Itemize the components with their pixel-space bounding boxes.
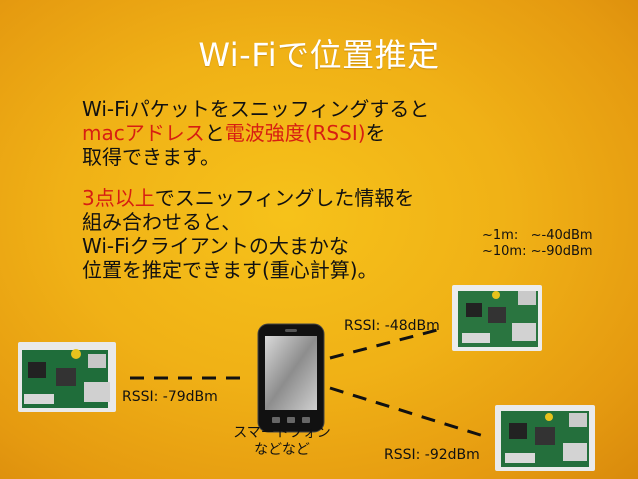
circuit-board-icon bbox=[18, 342, 116, 412]
signal-strength-text: 電波強度(RSSI) bbox=[224, 121, 366, 145]
paragraph-estimation: 3点以上でスニッフィングした情報を 組み合わせると、 Wi-Fiクライアントの大… bbox=[82, 186, 414, 282]
para2-line1: 3点以上でスニッフィングした情報を bbox=[82, 186, 414, 210]
para1-line2: macアドレスと電波強度(RSSI)を bbox=[82, 121, 429, 145]
rssi-label-left: RSSI: -79dBm bbox=[122, 389, 218, 405]
smartphone-device bbox=[256, 322, 326, 434]
raspberry-pi-board-top-right bbox=[452, 285, 542, 351]
smartphone-icon bbox=[257, 323, 325, 433]
mac-address-text: macアドレス bbox=[82, 121, 205, 145]
rssi-label-top-right: RSSI: -48dBm bbox=[344, 318, 440, 334]
raspberry-pi-board-bottom-right bbox=[495, 405, 595, 471]
para1-to: と bbox=[204, 121, 225, 145]
reference-10m: ~10m: ~-90dBm bbox=[482, 244, 593, 259]
smartphone-label-line1: スマートフォン bbox=[233, 425, 331, 441]
para1-line3: 取得できます。 bbox=[82, 145, 220, 169]
para1-wo: を bbox=[365, 121, 386, 145]
line-to-bottom-right-board bbox=[329, 386, 491, 440]
line-to-top-right-board bbox=[329, 326, 446, 360]
three-points-text: 3点以上 bbox=[82, 186, 155, 210]
para2-line1-rest: でスニッフィングした情報を bbox=[154, 186, 415, 210]
smartphone-label: スマートフォン などなど bbox=[222, 425, 342, 459]
slide-title: Wi-Fiで位置推定 bbox=[198, 36, 440, 74]
reference-1m: ~1m: ~-40dBm bbox=[482, 228, 593, 243]
circuit-board-icon bbox=[495, 405, 595, 471]
smartphone-label-line2: などなど bbox=[254, 442, 310, 458]
paragraph-sniffing: Wi-Fiパケットをスニッフィングすると macアドレスと電波強度(RSSI)を… bbox=[82, 97, 429, 169]
raspberry-pi-board-left bbox=[18, 342, 116, 412]
rssi-label-bottom-right: RSSI: -92dBm bbox=[384, 447, 480, 463]
para2-line3: Wi-Fiクライアントの大まかな bbox=[82, 234, 349, 258]
para2-line4: 位置を推定できます(重心計算)。 bbox=[82, 258, 378, 282]
circuit-board-icon bbox=[452, 285, 542, 351]
para1-line1: Wi-Fiパケットをスニッフィングすると bbox=[82, 97, 430, 121]
para2-line2: 組み合わせると、 bbox=[82, 210, 242, 234]
